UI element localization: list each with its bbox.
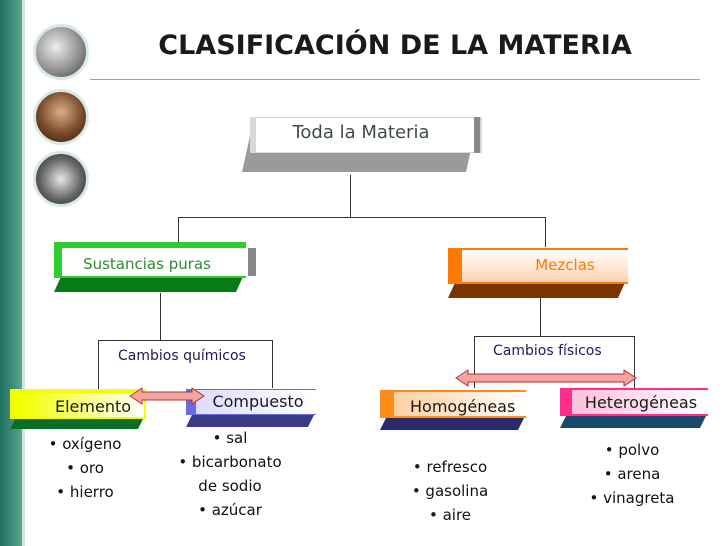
connector-left-horizontal [98,340,273,341]
connector-left-down [178,217,179,244]
node-heterogeneas-label: Heterogéneas [584,393,698,412]
sidebar-band [0,0,22,546]
examples-heterogeneas: • polvo • arena • vinagreta [580,438,684,510]
connector-top-horizontal [178,217,546,218]
node-heterogeneas [560,388,708,428]
node-mezclas [448,248,628,298]
example-item: • hierro [56,483,114,501]
node-sustancias-puras-label: Sustancias puras [83,255,211,273]
example-item: • vinagreta [589,489,675,507]
arrow-elemento-compuesto [129,387,205,405]
label-cambios-quimicos: Cambios químicos [118,348,246,364]
node-elemento [10,389,146,429]
node-homogeneas [380,390,526,430]
connector-root-down [350,175,351,217]
arrow-homogeneas-heterogeneas [455,369,637,387]
node-root-label: Toda la Materia [292,122,430,143]
title-divider [90,79,700,80]
example-item: de sodio [198,477,262,495]
connector-right-horizontal [474,336,635,337]
example-item: • sal [212,429,248,447]
label-cambios-fisicos: Cambios físicos [493,343,602,359]
node-elemento-label: Elemento [54,397,132,416]
example-item: • gasolina [411,482,489,500]
node-mezclas-label: Mezclas [535,256,595,274]
connector-right-right-down [634,336,635,388]
connector-right-left-down [474,336,475,388]
example-item: • bicarbonato [178,453,282,471]
example-item: • refresco [412,458,488,476]
connector-left-right-down [272,340,273,388]
node-homogeneas-label: Homogéneas [410,397,516,416]
example-item: • oxígeno [48,435,122,453]
photo-business-people [33,151,89,207]
photo-cans [33,24,89,80]
photo-person [33,89,89,145]
connector-left-left-down [98,340,99,390]
connector-left-stem [160,293,161,340]
sidebar-stripe [22,0,25,546]
node-compuesto-label: Compuesto [212,392,304,411]
connector-right-stem [540,298,541,336]
examples-compuesto: • sal • bicarbonato de sodio • azúcar [170,426,290,522]
page-title: CLASIFICACIÓN DE LA MATERIA [158,30,632,61]
example-item: • polvo [604,441,660,459]
examples-elemento: • oxígeno • oro • hierro [30,432,140,504]
examples-homogeneas: • refresco • gasolina • aire [400,455,500,527]
node-compuesto [186,389,316,427]
node-root [242,117,482,172]
example-item: • arena [603,465,661,483]
example-item: • azúcar [198,501,262,519]
example-item: • aire [428,506,472,524]
connector-right-down [545,217,546,247]
node-sustancias-puras [54,242,256,292]
example-item: • oro [66,459,104,477]
